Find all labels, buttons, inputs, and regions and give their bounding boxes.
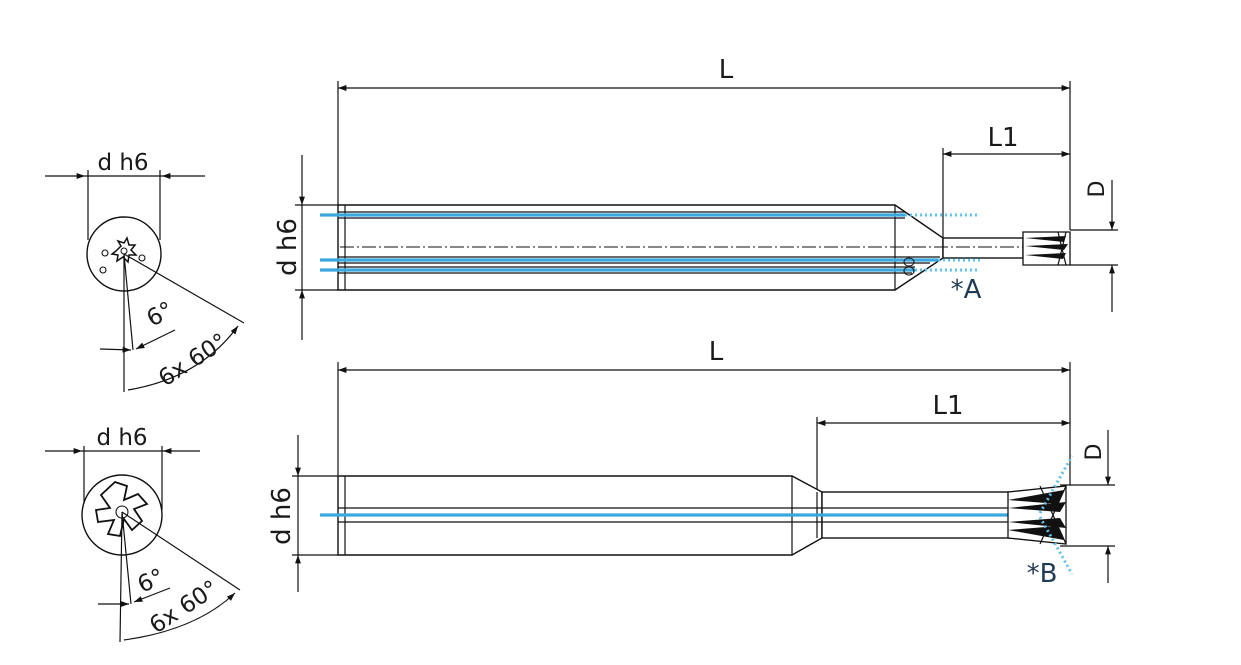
coolant-spray xyxy=(1038,516,1074,575)
coolant-hole xyxy=(99,266,107,274)
star-cutter-icon xyxy=(110,236,138,264)
side-view-bottom: L L1 d h6 D xyxy=(267,337,1115,592)
cutting-diameter-label-bottom: D xyxy=(1082,444,1107,461)
cutting-length-label-top: L1 xyxy=(987,123,1018,153)
end-view-top: d h6 6° 6x 60° xyxy=(45,150,245,392)
coolant-outlet-label-a: *A xyxy=(951,275,982,305)
shank-diameter-label-top: d h6 xyxy=(273,218,303,276)
cutter-flutes-icon xyxy=(94,480,149,538)
length-label-bottom: L xyxy=(709,337,724,367)
cutting-diameter-label-top: D xyxy=(1085,181,1110,198)
coolant-hole xyxy=(138,254,146,262)
side-view-top: L L1 d h6 D xyxy=(273,55,1118,340)
cutting-length-label-bottom: L1 xyxy=(932,391,963,421)
cutter-head-top xyxy=(1022,231,1071,266)
end-view-bottom-dim-label: d h6 xyxy=(96,425,147,451)
end-view-top-dim-label: d h6 xyxy=(97,150,148,176)
shank-diameter-label-bottom: d h6 xyxy=(267,487,297,545)
helix-angle-label-bottom: 6° xyxy=(134,564,168,598)
coolant-spray xyxy=(1038,455,1074,514)
length-label-top: L xyxy=(719,55,734,85)
coolant-outlet-label-b: *B xyxy=(1027,559,1058,589)
helix-angle-label-top: 6° xyxy=(143,297,178,332)
neck-top xyxy=(942,237,1024,259)
cutter-head-bottom xyxy=(1007,485,1067,545)
coolant-hole xyxy=(101,249,109,257)
flute-spacing-label-top: 6x 60° xyxy=(154,329,232,392)
end-view-bottom: d h6 6° 6x 60° xyxy=(45,425,241,643)
